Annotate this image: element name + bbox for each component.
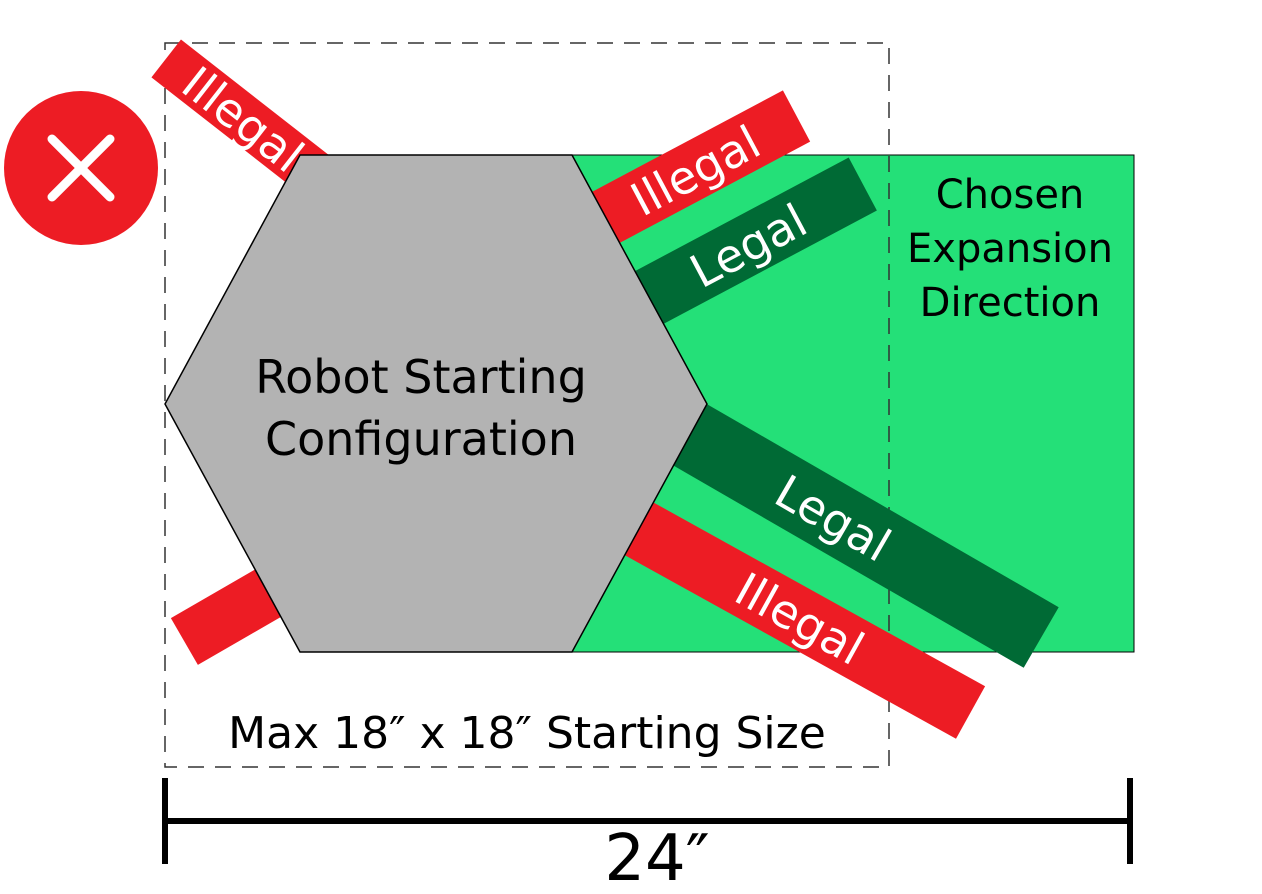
max-size-caption: Max 18″ x 18″ Starting Size — [228, 708, 826, 759]
expansion-label-line3: Direction — [920, 280, 1101, 326]
max-start-size-box — [164, 42, 890, 768]
expansion-label-line1: Chosen — [936, 172, 1085, 218]
robot-label-line2: Configuration — [265, 412, 577, 466]
illegal-label-top-left: Illegal — [172, 56, 314, 183]
red-x-icon — [4, 91, 158, 245]
robot-label-line1: Robot Starting — [255, 350, 587, 404]
robot-hexagon — [164, 154, 708, 653]
expansion-label-line2: Expansion — [907, 226, 1113, 272]
illegal-arm-bottom-left — [170, 563, 294, 665]
width-dimension-label: 24″ — [604, 822, 709, 894]
width-dimension — [162, 778, 1133, 864]
